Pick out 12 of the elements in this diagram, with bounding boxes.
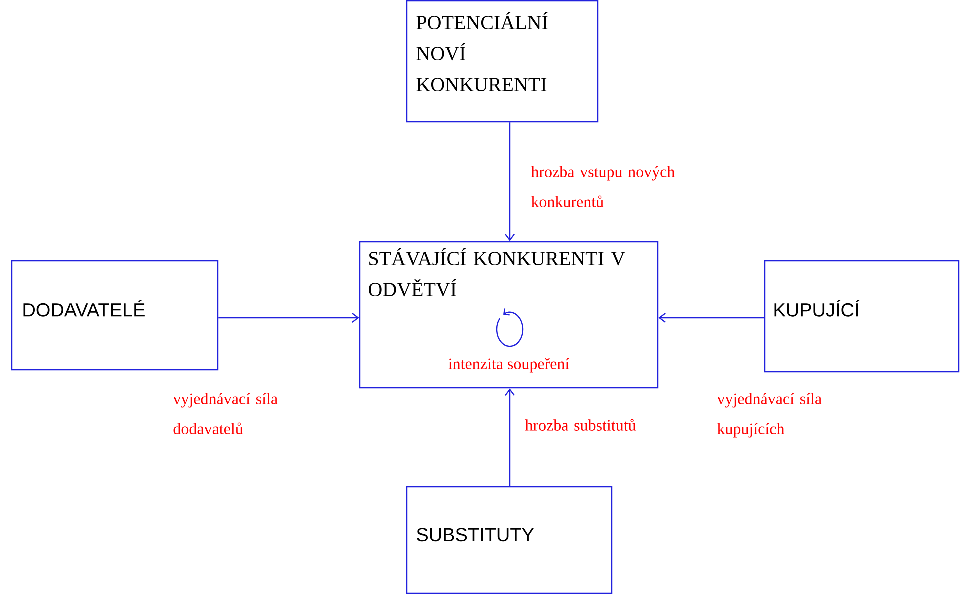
process-box: KUPUJÍCÍ	[764, 260, 960, 373]
arrow	[218, 313, 360, 323]
process-box: SUBSTITUTY	[406, 486, 613, 594]
edge-label: vyjednávací síla dodavatelů	[173, 393, 278, 434]
arrow	[505, 388, 515, 486]
edge-label: hrozba substitutů	[525, 419, 636, 431]
edge-label: vyjednávací síla kupujících	[717, 393, 822, 438]
process-box: DODAVATELÉ	[11, 260, 219, 371]
process-box: POTENCIÁLNÍ NOVÍ KONKURENTI	[406, 0, 599, 123]
edge-label: hrozba vstupu nových konkurentů	[531, 166, 675, 208]
arrow	[658, 313, 764, 323]
arrow	[505, 122, 515, 242]
